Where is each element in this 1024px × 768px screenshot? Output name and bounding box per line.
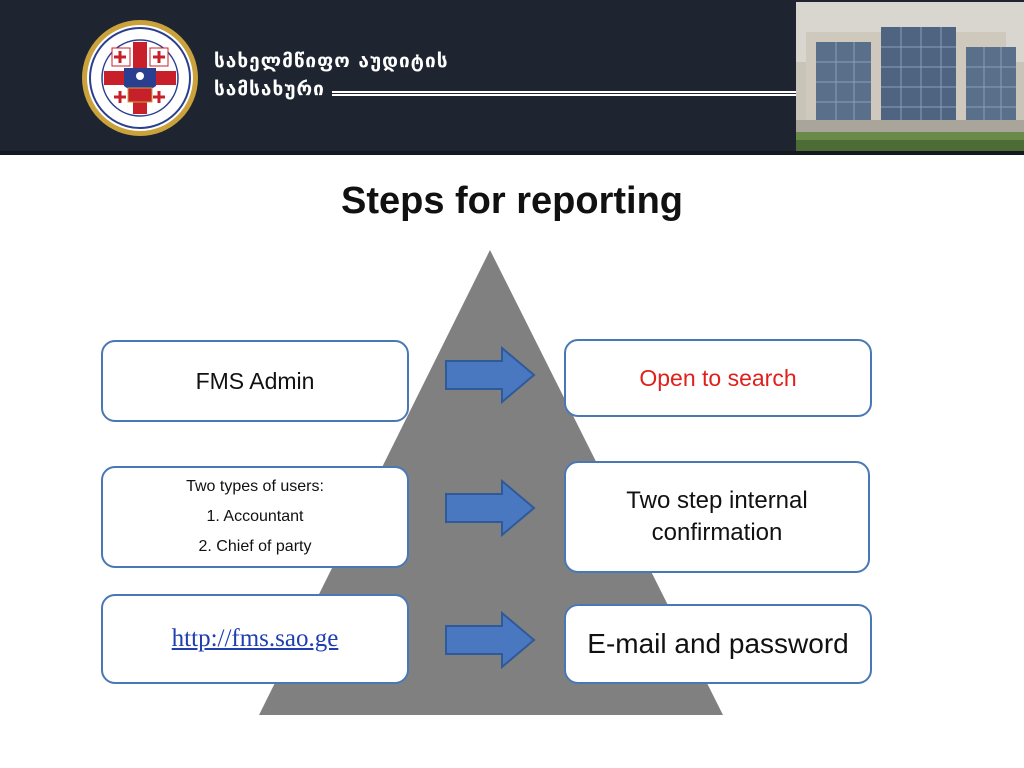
fms-admin-box: FMS Admin	[101, 340, 409, 422]
user-type-chief-of-party: 2. Chief of party	[198, 538, 312, 555]
building-photo	[796, 2, 1024, 152]
slide-title: Steps for reporting	[340, 180, 684, 222]
fms-url-box: http://fms.sao.ge	[101, 594, 409, 684]
fms-url-link[interactable]: http://fms.sao.ge	[171, 625, 339, 652]
email-password-box: E-mail and password	[564, 604, 872, 684]
org-name-line-1: სახელმწიფო აუდიტის	[214, 50, 449, 72]
header-banner: სახელმწიფო აუდიტის სამსახური	[0, 0, 1024, 155]
two-step-confirmation-box: Two step internal confirmation	[564, 461, 870, 573]
org-name-line-2: სამსახური	[214, 78, 325, 100]
arrow-right-icon	[445, 346, 536, 404]
state-audit-seal-logo	[82, 20, 198, 136]
user-type-accountant: 1. Accountant	[206, 508, 304, 525]
header-divider	[332, 91, 796, 96]
open-to-search-label: Open to search	[639, 364, 797, 391]
fms-admin-label: FMS Admin	[195, 367, 315, 394]
user-types-heading: Two types of users:	[186, 478, 324, 495]
arrow-right-icon	[445, 611, 536, 669]
email-password-label: E-mail and password	[587, 628, 849, 659]
user-types-box: Two types of users: 1. Accountant 2. Chi…	[101, 466, 409, 568]
arrow-right-icon	[445, 479, 536, 537]
two-step-confirmation-label: Two step internal confirmation	[626, 487, 808, 546]
open-to-search-box: Open to search	[564, 339, 872, 417]
